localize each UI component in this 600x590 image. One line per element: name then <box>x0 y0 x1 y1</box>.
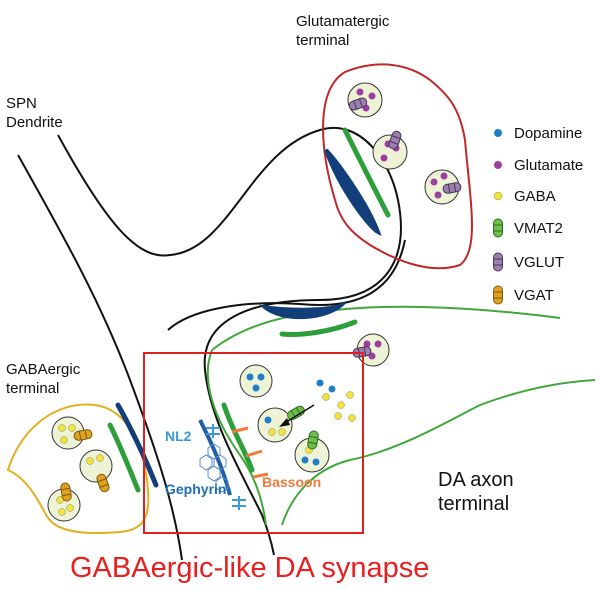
glutamatergic-psd <box>324 148 382 237</box>
legend-item-vmat2: VMAT2 <box>506 217 563 239</box>
legend-item-vgat: VGAT <box>506 284 554 306</box>
gephyrin-label: Gephyrin <box>165 481 227 497</box>
dopamine-dot-icon <box>494 129 502 137</box>
gabaergic-label-line2: terminal <box>6 380 60 397</box>
glutamatergic-label-line2: terminal <box>296 32 350 49</box>
legend-label: VGLUT <box>514 253 565 271</box>
da-terminal-membrane <box>206 349 267 526</box>
legend-item-gaba: GABA <box>506 185 556 207</box>
glutamatergic-label-line1: Glutamatergic <box>296 13 390 30</box>
da-axon-label-line1: DA axon <box>438 469 514 491</box>
glutamatergic-active-zone <box>342 127 391 218</box>
gabaergic-active-zone <box>107 422 141 493</box>
nl2-label: NL2 <box>165 428 192 444</box>
highlight-box <box>143 352 364 534</box>
gaba-vesicle <box>79 449 113 483</box>
vgat-transporter-icon <box>493 285 503 305</box>
da-terminal-membrane <box>211 305 561 351</box>
legend-item-glutamate: Glutamate <box>506 154 583 176</box>
vmat2-transporter-icon <box>493 218 503 238</box>
legend-label: Glutamate <box>514 156 584 174</box>
da-axon-terminal-label: DA axon terminal <box>438 468 514 516</box>
legend-label: VMAT2 <box>514 219 563 237</box>
bassoon-label: Bassoon <box>262 474 322 490</box>
gabaergic-psd <box>115 402 159 488</box>
gaba-dot-icon <box>493 191 503 201</box>
diagram-title: GABAergic-like DA synapse <box>70 552 430 584</box>
da-membrane-upper-dense <box>279 319 358 337</box>
spn-label-line1: SPN <box>6 95 37 112</box>
free-transmitter-cluster <box>316 379 356 422</box>
nl2-marker <box>206 424 220 438</box>
spn-dendrite-outline <box>57 127 402 556</box>
da-terminal-membrane <box>281 379 596 526</box>
legend-icons <box>493 129 503 305</box>
da-axon-label-line2: terminal <box>438 493 510 515</box>
bassoon-marker <box>245 449 263 458</box>
spn-dendrite-label: SPN Dendrite <box>6 94 63 132</box>
legend-item-dopamine: Dopamine <box>506 122 582 144</box>
bassoon-marker <box>231 426 249 434</box>
gabaergic-terminal-label: GABAergic terminal <box>6 360 80 398</box>
vglut-transporter-icon <box>493 252 503 272</box>
da-active-zone-green <box>221 402 255 473</box>
legend-label: VGAT <box>514 286 554 304</box>
da-vesicle <box>239 364 273 398</box>
da-psd-upper <box>259 302 346 320</box>
legend-label: Dopamine <box>514 124 583 142</box>
gephyrin-lattice <box>199 443 229 493</box>
bassoon-marker <box>252 472 269 479</box>
glutamatergic-label: Glutamatergic terminal <box>296 12 389 50</box>
legend-item-vglut: VGLUT <box>506 251 564 273</box>
gabaergic-label-line1: GABAergic <box>6 361 81 378</box>
legend-label: GABA <box>514 187 556 205</box>
glutamatergic-terminal-membrane <box>322 63 473 270</box>
glutamate-dot-icon <box>494 161 502 169</box>
spn-dendrite-outline <box>17 154 183 561</box>
gephyrin-density <box>198 419 232 496</box>
spn-label-line2: Dendrite <box>6 114 63 131</box>
gephyrin-anchor <box>232 496 246 510</box>
gabaergic-terminal-membrane <box>6 403 150 535</box>
spn-dendrite-outline <box>167 239 406 331</box>
